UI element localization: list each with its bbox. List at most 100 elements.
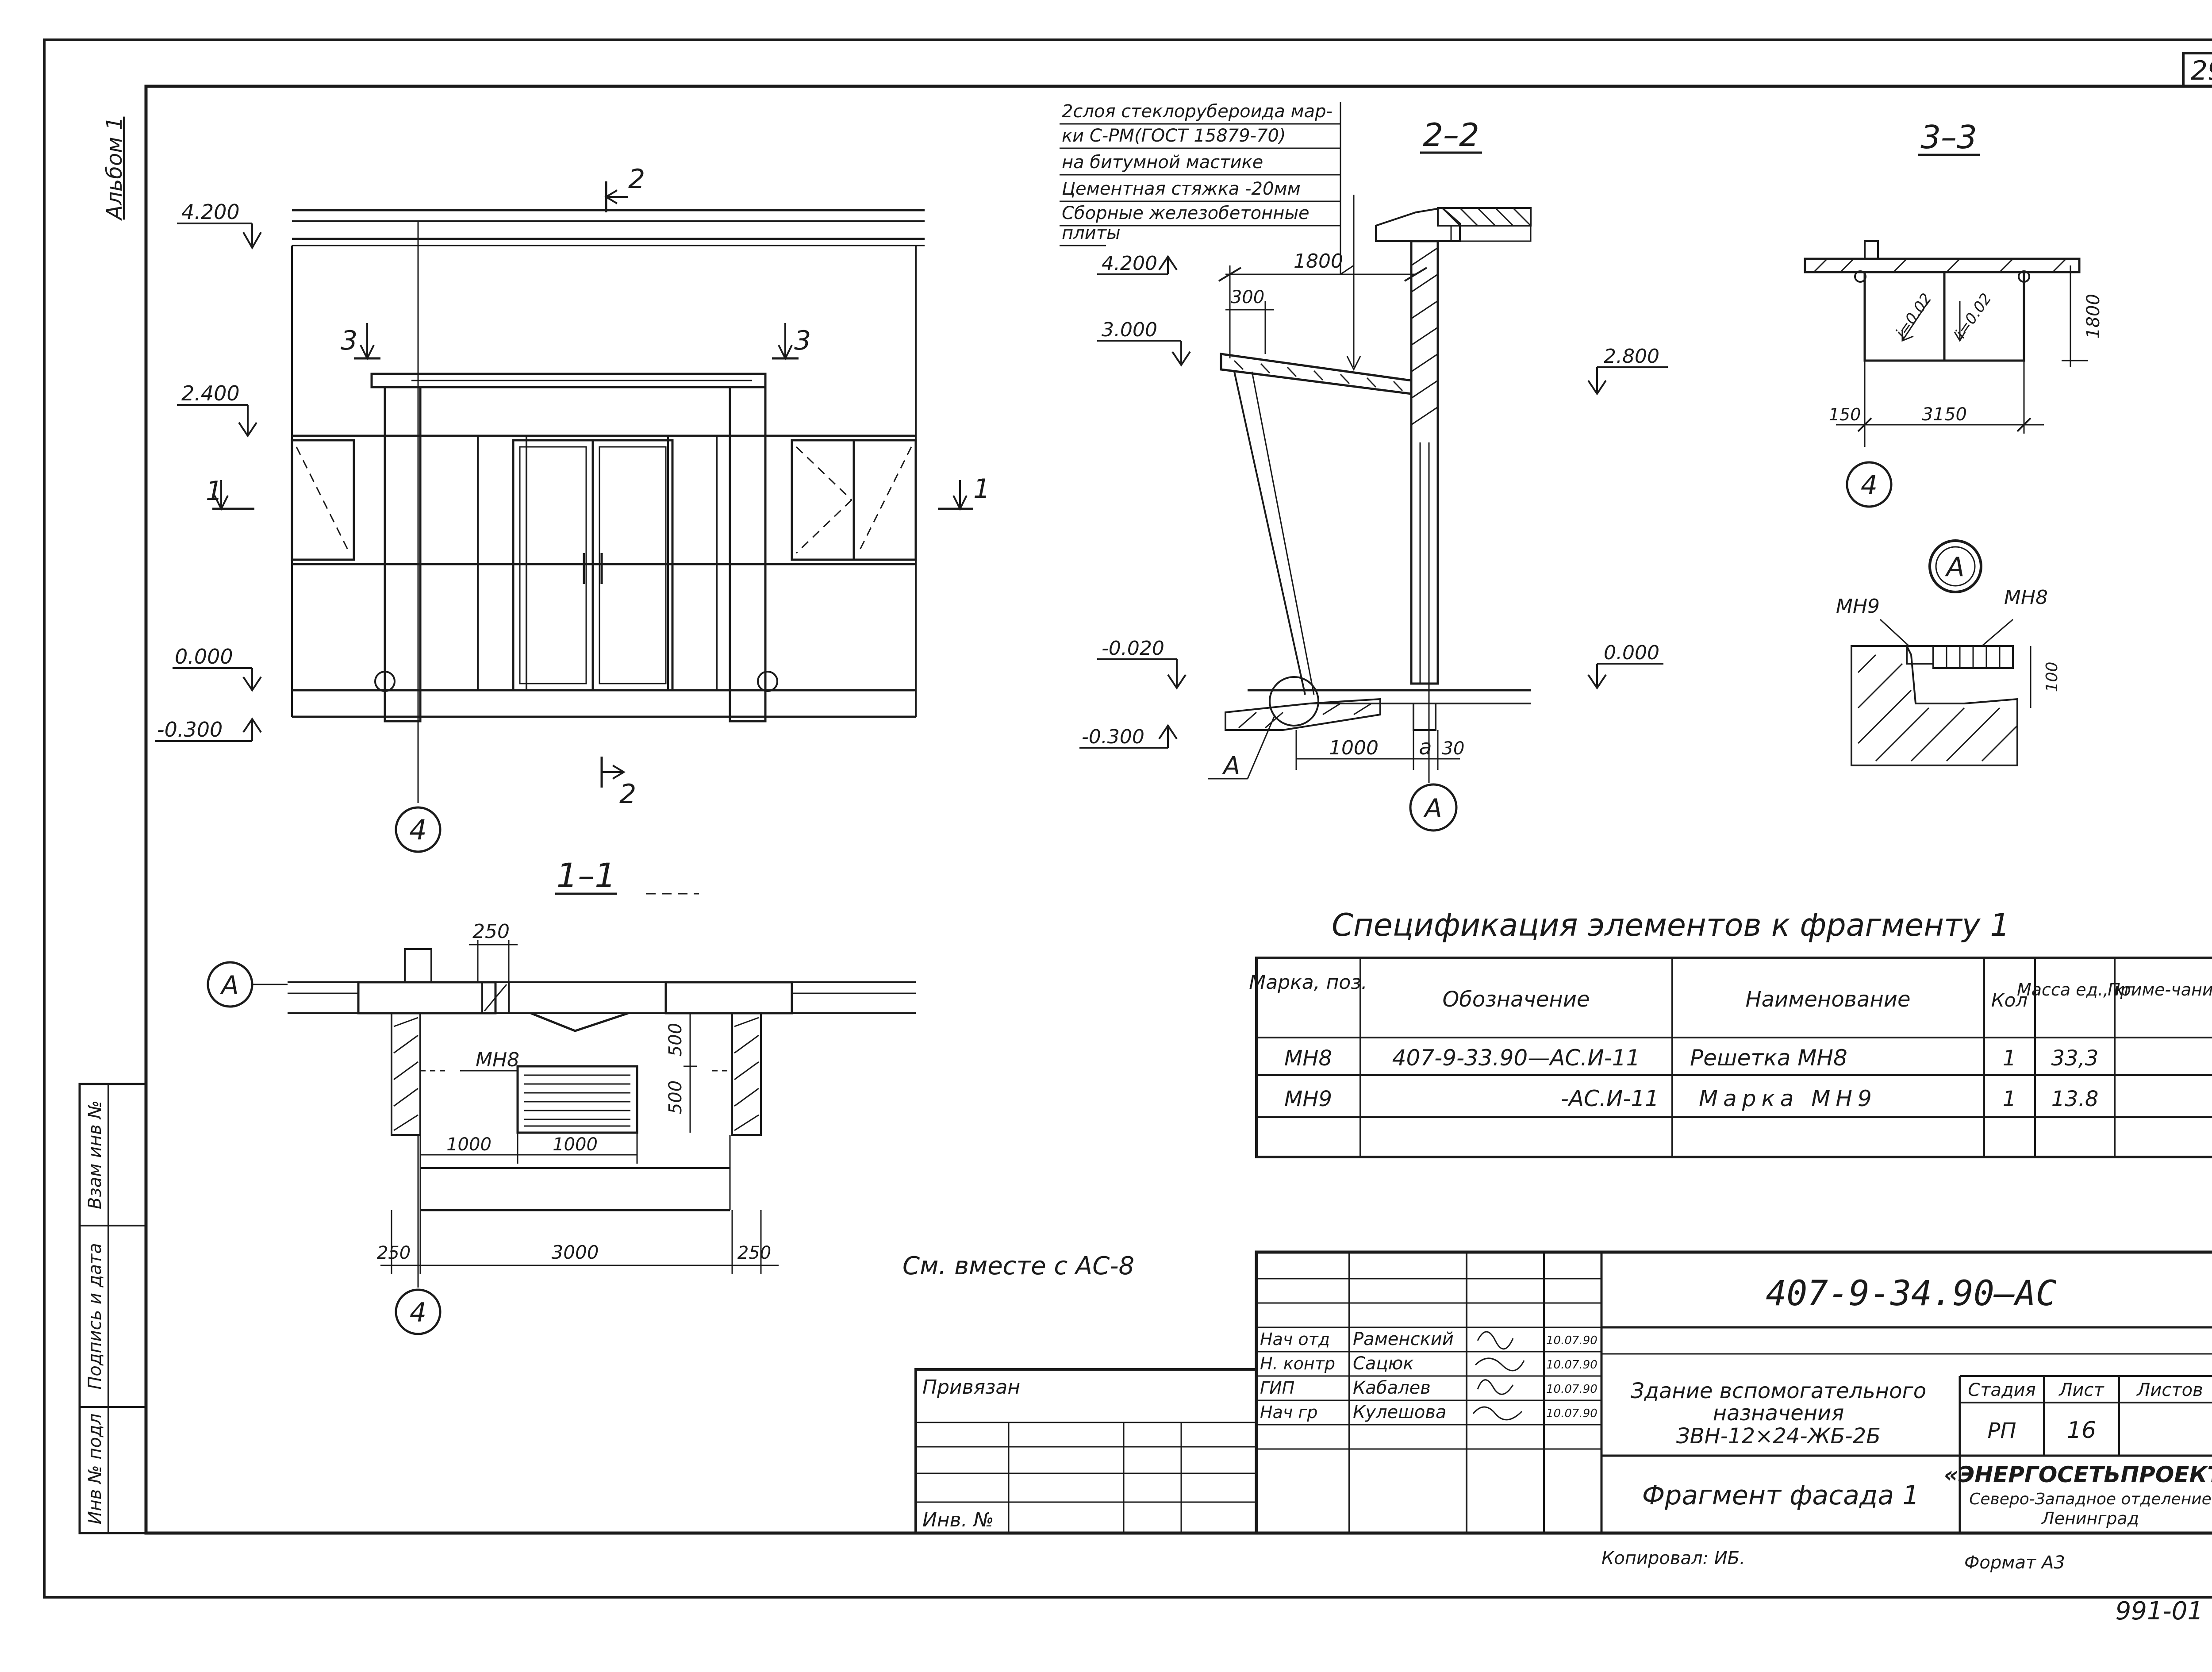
section-2-2-title: 2–2 (1423, 116, 1479, 154)
spec-row-2-qty: 1 (2003, 1087, 2016, 1111)
spec-row-1-mass: 33,3 (2051, 1046, 2099, 1071)
copied-by: Копировал: ИБ. (1601, 1548, 1745, 1568)
svg-text:10.07.90: 10.07.90 (1546, 1334, 1598, 1347)
svg-text:0.000: 0.000 (1604, 642, 1659, 664)
svg-text:Цементная стяжка -20мм: Цементная стяжка -20мм (1062, 179, 1301, 199)
s22-level-minus-0020: -0.020 (1097, 637, 1187, 690)
spec-row-1-designation: 407-9-33.90—АС.И-11 (1392, 1045, 1640, 1071)
specification-table: Спецификация элементов к фрагменту 1 Мар… (1249, 907, 2212, 1158)
svg-text:ГИП: ГИП (1260, 1378, 1294, 1398)
svg-text:Нач отд: Нач отд (1260, 1330, 1330, 1349)
svg-text:Сацюк: Сацюк (1353, 1353, 1414, 1374)
cut-mark-3-left: 3 (341, 323, 380, 361)
svg-text:100: 100 (2043, 662, 2061, 692)
s22-level-4200: 4.200 (1097, 252, 1178, 275)
section-1-1: 1–1 (207, 856, 916, 1335)
sheet-title: Фрагмент фасада 1 (1642, 1480, 1920, 1511)
svg-text:Стадия: Стадия (1968, 1380, 2035, 1400)
svg-text:Марка, поз.: Марка, поз. (1249, 971, 1367, 994)
svg-text:2: 2 (628, 164, 645, 195)
see-also-note: См. вместе с АС-8 (902, 1252, 1134, 1280)
svg-text:250: 250 (377, 1243, 411, 1263)
svg-text:10.07.90: 10.07.90 (1546, 1407, 1598, 1420)
spec-row-1-qty: 1 (2003, 1046, 2016, 1071)
svg-text:-0.300: -0.300 (1082, 726, 1144, 748)
cut-mark-2-bottom: 2 (600, 757, 636, 810)
svg-text:Приме-чание: Приме-чание (2108, 980, 2212, 999)
cut-mark-2-top: 2 (604, 164, 645, 212)
svg-text:Раменский: Раменский (1353, 1329, 1454, 1349)
svg-text:Масса ед., кг: Масса ед., кг (2017, 980, 2133, 999)
svg-text:А: А (1423, 793, 1442, 823)
archive-number: 991-01 (2116, 1597, 2203, 1626)
cut-mark-1-left: 1 (206, 476, 254, 511)
section-2-2: 2–2 2слоя стеклорубероида мар- ки С-РМ(Г… (1060, 101, 1668, 832)
s22-dim-1800: 1800 (1218, 250, 1428, 358)
facade-level-minus-0300: -0.300 (155, 717, 262, 742)
spec-row-2-mark: МН9 (1284, 1087, 1332, 1111)
svg-text:150: 150 (1829, 405, 1861, 424)
sheet-number: 16 (2067, 1417, 2096, 1444)
roof-notes: 2слоя стеклорубероида мар- ки С-РМ(ГОСТ … (1060, 101, 1361, 371)
svg-text:1: 1 (973, 473, 990, 504)
svg-text:на битумной мастике: на битумной мастике (1062, 152, 1263, 173)
svg-text:10.07.90: 10.07.90 (1546, 1383, 1598, 1396)
svg-text:250: 250 (737, 1243, 771, 1263)
svg-text:3: 3 (341, 325, 357, 356)
svg-text:3150: 3150 (1922, 404, 1967, 425)
stage-value: РП (1987, 1418, 2016, 1443)
format-label: Формат А3 (1964, 1553, 2065, 1573)
title-block: Привязан Инв. № Нач отд Раменский 10.07.… (914, 1250, 2212, 1535)
organization-branch: Северо-Западное отделение (1969, 1490, 2212, 1508)
svg-text:3: 3 (794, 325, 811, 356)
svg-text:МН8: МН8 (2004, 586, 2048, 609)
callout-circle-a (1269, 676, 1319, 726)
inner-frame (144, 85, 2212, 1535)
spec-row-2-mass: 13.8 (2051, 1087, 2099, 1111)
svg-text:i=0.02: i=0.02 (1892, 290, 1936, 342)
svg-text:МН9: МН9 (1836, 595, 1880, 618)
margin-stamp: Взам инв № Подпись и дата Инв № подл (78, 1083, 147, 1534)
svg-text:3.000: 3.000 (1102, 319, 1157, 341)
page-number-box (2182, 52, 2212, 88)
svg-text:4: 4 (410, 1297, 426, 1328)
svg-text:3000: 3000 (552, 1242, 599, 1263)
svg-text:1: 1 (206, 476, 223, 507)
svg-text:а: а (1419, 735, 1432, 760)
building-name-line1: Здание вспомогательного (1631, 1379, 1926, 1403)
svg-text:Лист: Лист (2058, 1380, 2104, 1400)
svg-text:1000: 1000 (1329, 737, 1379, 759)
s22-dim-300: 300 (1225, 287, 1274, 354)
section-3-3-title: 3–3 (1920, 119, 1977, 156)
svg-text:4: 4 (409, 814, 426, 846)
svg-text:Листов: Листов (2136, 1380, 2203, 1400)
s22-level-0000: 0.000 (1587, 642, 1663, 690)
svg-text:1000: 1000 (553, 1134, 598, 1155)
spec-title: Спецификация элементов к фрагменту 1 (1332, 907, 2010, 943)
svg-text:плиты: плиты (1062, 223, 1121, 243)
svg-text:0.000: 0.000 (175, 645, 233, 669)
svg-text:500: 500 (665, 1023, 686, 1057)
svg-text:Наименование: Наименование (1745, 987, 1910, 1012)
spec-row-2-designation: -АС.И-11 (1561, 1086, 1659, 1111)
svg-text:Нач гр: Нач гр (1260, 1403, 1317, 1422)
svg-text:30: 30 (1442, 738, 1465, 759)
svg-text:1800: 1800 (1294, 250, 1343, 273)
callout-label-a: А (1222, 752, 1240, 780)
facade-level-2400: 2.400 (177, 381, 257, 438)
side-label: Альбом 1 (102, 117, 127, 221)
svg-text:МН8: МН8 (476, 1049, 519, 1071)
svg-text:-0.300: -0.300 (157, 718, 223, 742)
svg-text:Взам инв №: Взам инв № (85, 1100, 105, 1209)
svg-text:2слоя стеклорубероида мар-: 2слоя стеклорубероида мар- (1062, 101, 1333, 122)
svg-text:А: А (219, 970, 239, 1000)
detail-a-title: А (1944, 552, 1964, 583)
svg-text:4.200: 4.200 (1102, 252, 1157, 275)
svg-text:-0.020: -0.020 (1102, 637, 1164, 660)
organization-city: Ленинград (2041, 1509, 2139, 1528)
svg-text:2.800: 2.800 (1604, 345, 1659, 368)
detail-a: А МН9 МН8 100 (1836, 539, 2061, 766)
building-name-line3: ЗВН-12×24-ЖБ-2Б (1676, 1424, 1881, 1449)
cut-mark-1-right: 1 (938, 473, 990, 511)
